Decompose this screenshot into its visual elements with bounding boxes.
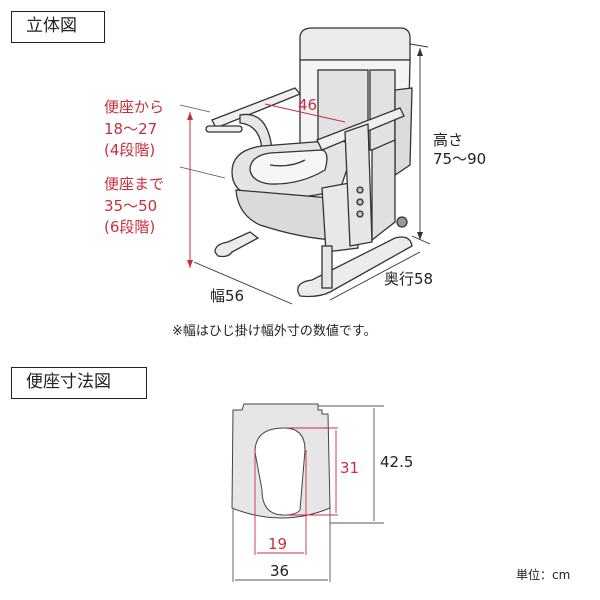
seat-dimension-title: 便座寸法図 [11, 367, 147, 399]
armrest-height-range: 18〜27 [104, 120, 158, 138]
seat-opening-dimensions [254, 427, 338, 555]
opening-length-value: 31 [340, 459, 360, 477]
unit-label: 単位：cm [516, 568, 571, 582]
seat-outer-dimensions [232, 405, 384, 582]
perspective-title: 立体図 [11, 11, 105, 43]
height-range: 75〜90 [433, 150, 487, 168]
seat-width-value: 36 [270, 562, 290, 580]
commode-chair-illustration [205, 27, 413, 298]
seat-height-steps: (6段階) [104, 218, 156, 236]
seat-length-value: 42.5 [380, 453, 414, 471]
width-value: 幅56 [210, 287, 245, 305]
depth-value: 奥行58 [384, 270, 434, 288]
inner-width-value: 46 [298, 96, 318, 114]
seat-height-label: 便座まで [104, 175, 165, 193]
seat-height-range: 35〜50 [104, 197, 158, 215]
height-label: 高さ [433, 131, 464, 149]
armrest-height-label: 便座から [104, 98, 165, 116]
width-note: ※幅はひじ掛け幅外寸の数値です。 [172, 324, 377, 339]
seat-outline-drawing [231, 403, 331, 519]
opening-width-value: 19 [268, 535, 288, 553]
armrest-height-steps: (4段階) [104, 141, 156, 159]
dimension-lines [193, 43, 431, 305]
